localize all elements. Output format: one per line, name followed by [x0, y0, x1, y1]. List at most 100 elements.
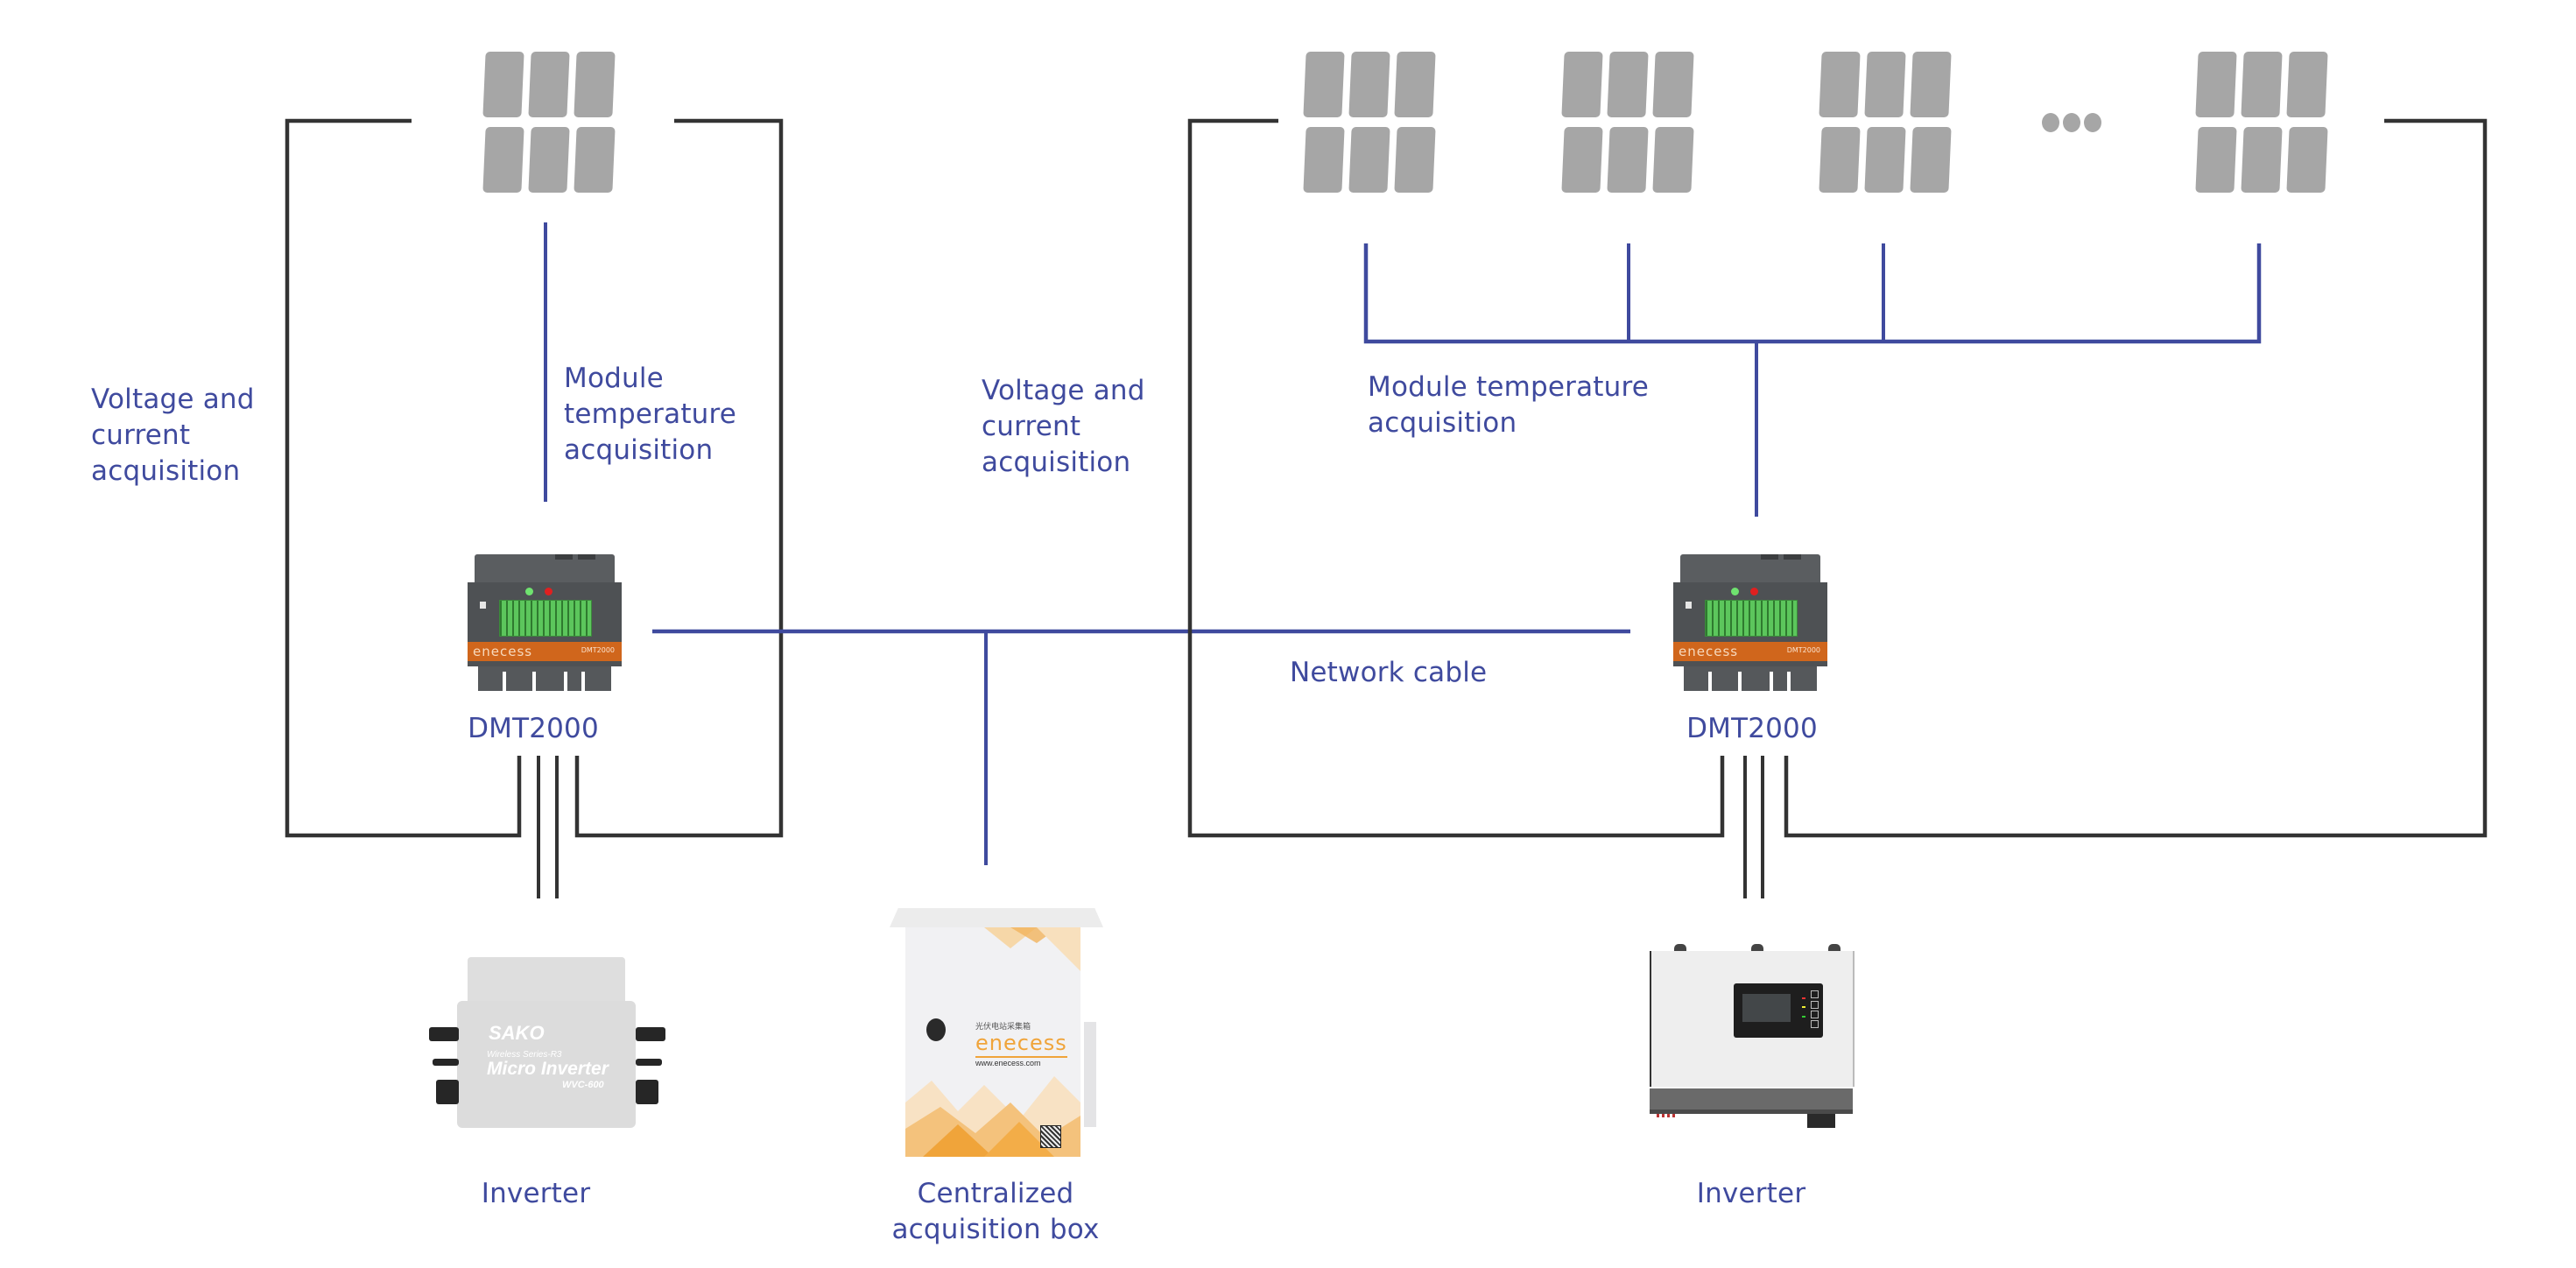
label-line: current	[91, 419, 191, 451]
left-power-line-left	[285, 118, 522, 838]
solar-cell	[574, 52, 616, 117]
dmt2000-device-left: enecess DMT2000	[468, 554, 622, 691]
mounting-bracket	[468, 957, 625, 1004]
solar-cell	[1303, 52, 1345, 117]
terminal-block	[499, 600, 592, 637]
label-line: acquisition	[91, 455, 241, 487]
solar-cell	[528, 127, 570, 193]
solar-panel-icon	[482, 52, 616, 194]
inverter-case: SAKO Wireless Series-R3 Micro Inverter W…	[457, 1001, 636, 1128]
label-line: acquisition	[564, 434, 714, 466]
device-model: DMT2000	[581, 646, 615, 654]
label-line: acquisition	[982, 447, 1131, 478]
solar-cell	[2286, 52, 2328, 117]
solar-cell	[1864, 52, 1906, 117]
device-body: enecess DMT2000	[1673, 582, 1827, 666]
ac-connector	[436, 1080, 459, 1104]
cabinet-side	[1084, 1022, 1096, 1127]
inverter-type: Micro Inverter	[487, 1059, 609, 1079]
lock-icon	[926, 1018, 946, 1041]
label-line: Inverter	[1696, 1178, 1806, 1209]
inverter-junction-box	[1807, 1114, 1835, 1128]
dmt2000-label-right: DMT2000	[1665, 711, 1840, 747]
label-line: Inverter	[481, 1178, 591, 1209]
right-voltage-current-label: Voltage and current acquisition	[982, 373, 1145, 481]
device-brand-band: enecess DMT2000	[1673, 642, 1827, 661]
right-module-temperature-label: Module temperature acquisition	[1368, 370, 1649, 441]
solar-cell	[1348, 52, 1390, 117]
solar-cell	[1819, 127, 1861, 193]
micro-inverter-image: SAKO Wireless Series-R3 Micro Inverter W…	[424, 957, 686, 1150]
right-power-line-right	[1784, 118, 2488, 838]
right-temperature-bus	[1363, 243, 2262, 344]
dmt2000-device-right: enecess DMT2000	[1673, 554, 1827, 691]
inverter-display	[1734, 983, 1823, 1038]
device-brand-band: enecess DMT2000	[468, 642, 622, 661]
label-line: current	[982, 411, 1081, 442]
label-line: Voltage and	[91, 384, 255, 415]
acquisition-box-label: Centralized acquisition box	[864, 1176, 1127, 1248]
left-module-temperature-label: Module temperature acquisition	[564, 361, 736, 468]
solar-cell	[1864, 127, 1906, 193]
solar-cell	[2241, 52, 2283, 117]
left-power-line-right	[574, 118, 784, 838]
label-line: temperature	[564, 398, 737, 430]
inverter-case	[1650, 951, 1855, 1087]
error-led-icon	[1750, 588, 1758, 595]
inverter-brand: SAKO	[489, 1022, 545, 1044]
solar-cell	[574, 127, 616, 193]
device-brand: enecess	[1679, 644, 1739, 659]
solar-cell	[1394, 127, 1436, 193]
label-line: Module temperature	[1368, 371, 1650, 403]
inverter-button	[1811, 1011, 1819, 1018]
qr-code-icon	[1040, 1125, 1061, 1148]
box-caption: 光伏电站采集箱	[975, 1022, 1031, 1031]
solar-cell	[482, 52, 524, 117]
label-line: Voltage and	[982, 375, 1145, 406]
solar-cell	[2195, 52, 2237, 117]
solar-cell	[1652, 127, 1694, 193]
solar-cell	[2286, 127, 2328, 193]
solar-cell	[1348, 127, 1390, 193]
solar-cell	[1910, 52, 1952, 117]
run-led-icon	[1731, 588, 1739, 595]
label-line: acquisition box	[891, 1214, 1100, 1245]
inverter-button	[1811, 1020, 1819, 1028]
device-terminals	[1684, 666, 1817, 691]
device-brand: enecess	[473, 644, 533, 659]
acquisition-box-image: 光伏电站采集箱 enecess www.enecess.com	[890, 908, 1103, 1159]
right-inverter-label: Inverter	[1664, 1176, 1839, 1212]
dmt2000-label-left: DMT2000	[446, 711, 621, 747]
device-model: DMT2000	[1786, 646, 1820, 654]
inverter-button	[1811, 990, 1819, 998]
terminal-block	[1705, 600, 1798, 637]
inverter-model: WVC-600	[562, 1080, 604, 1090]
inverter-series: Wireless Series-R3	[487, 1050, 562, 1060]
dc-connector	[433, 1059, 459, 1066]
dc-connector	[636, 1059, 662, 1066]
left-inverter-label: Inverter	[448, 1176, 623, 1212]
device-body: enecess DMT2000	[468, 582, 622, 666]
solar-cell	[1303, 127, 1345, 193]
cabinet-pattern	[905, 927, 1080, 1157]
device-top	[1680, 554, 1820, 582]
label-line: DMT2000	[468, 713, 599, 744]
label-line: Centralized	[917, 1178, 1074, 1209]
solar-cell	[2241, 127, 2283, 193]
ac-connector	[636, 1080, 658, 1104]
solar-cell	[1652, 52, 1694, 117]
device-terminals	[478, 666, 611, 691]
solar-cell	[1607, 127, 1649, 193]
solar-cell	[1394, 52, 1436, 117]
network-cable-label: Network cable	[1290, 655, 1487, 691]
box-url: www.enecess.com	[975, 1059, 1041, 1067]
device-top	[475, 554, 615, 582]
run-led-icon	[525, 588, 533, 595]
solar-cell	[1561, 52, 1603, 117]
solar-cell	[1910, 127, 1952, 193]
label-line: DMT2000	[1686, 713, 1818, 744]
dc-connector	[636, 1027, 665, 1041]
right-power-line-left	[1187, 118, 1725, 838]
